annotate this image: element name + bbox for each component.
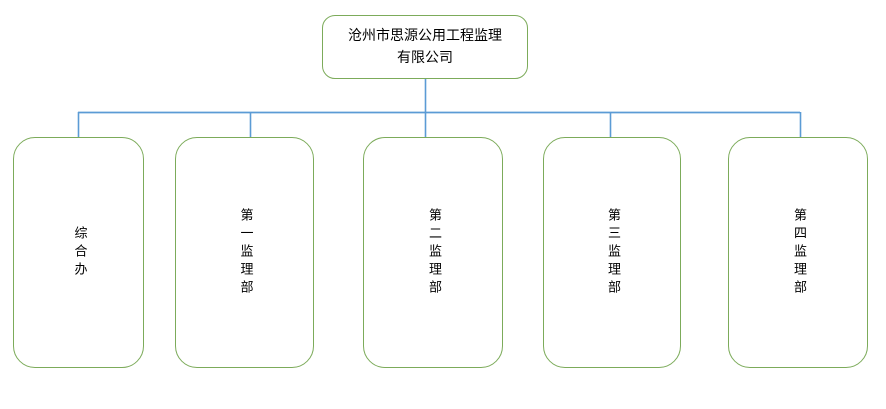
node-department-supervision-2[interactable]: 第二监理部 — [363, 137, 503, 368]
node-department-supervision-3-label: 第三监理部 — [605, 207, 620, 298]
node-department-supervision-4-label: 第四监理部 — [791, 207, 806, 298]
node-department-supervision-1-label: 第一监理部 — [237, 207, 253, 298]
node-department-supervision-2-label: 第二监理部 — [426, 207, 441, 298]
node-department-general-office-label: 综合办 — [71, 225, 87, 280]
node-department-supervision-3[interactable]: 第三监理部 — [543, 137, 681, 368]
node-department-supervision-4[interactable]: 第四监理部 — [728, 137, 868, 368]
node-department-general-office[interactable]: 综合办 — [13, 137, 144, 368]
node-company-root[interactable]: 沧州市思源公用工程监理 有限公司 — [322, 15, 528, 79]
node-company-root-label: 沧州市思源公用工程监理 有限公司 — [348, 28, 502, 66]
node-department-supervision-1[interactable]: 第一监理部 — [175, 137, 314, 368]
